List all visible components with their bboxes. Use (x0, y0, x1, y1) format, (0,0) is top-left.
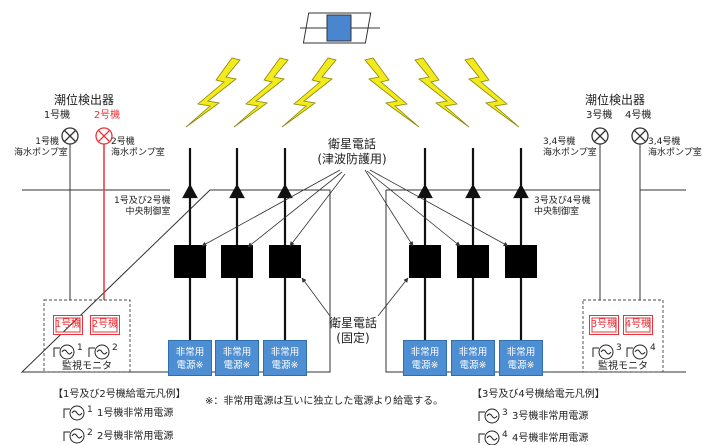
unit1-label: 1号機 (43, 110, 71, 121)
satellite-phone-tsunami-label: 衛星電話 (津波防護用) (317, 137, 387, 166)
legend-item-1-text: 1号機非常用電源 (97, 408, 174, 419)
legend-item-4-text: 4号機非常用電源 (512, 433, 589, 444)
sensor-x-icon (631, 127, 649, 145)
legend-item-2-num: 2 (87, 428, 93, 438)
lightning-bolts (185, 57, 520, 128)
lightning-bolt-icon (464, 57, 520, 128)
monitor-label-right: 監視モニタ (598, 361, 648, 372)
control-room-right: 3号及び4号機 中央制御室 (534, 196, 591, 217)
satellite-phone-right-2 (457, 245, 489, 278)
unit34-pump-room-b: 3,4号機 海水ポンプ室 (648, 137, 702, 158)
tide-detector-label-right: 潮位検出器 (584, 93, 646, 107)
unit2-label: 2号機 (93, 110, 121, 121)
monitor-box-unit1: 1号機 (53, 315, 83, 335)
sensor-x-icon (61, 127, 79, 145)
monitor-box-unit4: 4号機 (623, 315, 653, 335)
monitor-box-unit2: 2号機 (90, 315, 120, 335)
emergency-power-box: 非常用 電源※ (403, 340, 447, 376)
antenna-group-left (182, 148, 293, 340)
sensor-x-icon (95, 127, 113, 145)
footnote: ※：非常用電源は互いに独立した電源より給電する。 (205, 396, 444, 407)
lightning-bolt-icon (185, 57, 241, 128)
monitor-box-unit3: 3号機 (589, 315, 619, 335)
ac-source-icons (53, 344, 648, 360)
tide-detector-label-left: 潮位検出器 (53, 93, 115, 107)
pointer-arrows-fixed (301, 277, 409, 317)
ac-source-num-2: 2 (112, 343, 118, 353)
left-building-outline (20, 189, 331, 373)
monitor-enclosure-right (582, 299, 664, 373)
monitor-label-left: 監視モニタ (62, 361, 112, 372)
legend-left-title: 【1号及び2号機給電元凡例】 (53, 389, 186, 400)
emergency-power-box: 非常用 電源※ (263, 340, 307, 376)
control-room-left: 1号及び2号機 中央制御室 (114, 196, 171, 217)
legend-item-4-num: 4 (502, 430, 508, 440)
legend-item-3-num: 3 (502, 408, 508, 418)
tide-detector-icons (61, 127, 649, 145)
emergency-power-box: 非常用 電源※ (168, 340, 212, 376)
sensor-x-icon (591, 127, 609, 145)
emergency-power-box: 非常用 電源※ (215, 340, 259, 376)
satellite-phone-right-3 (505, 245, 537, 278)
emergency-power-box: 非常用 電源※ (499, 340, 543, 376)
legend-right-title: 【3号及び4号機給電元凡例】 (472, 389, 605, 400)
ac-source-num-4: 4 (650, 343, 656, 353)
lightning-bolt-icon (364, 57, 420, 128)
monitor-enclosure-left (43, 299, 131, 373)
satellite-icon (300, 12, 380, 44)
ac-source-num-1: 1 (77, 343, 83, 353)
satellite-phone-right-1 (409, 245, 441, 278)
tide-detector-wiring (69, 144, 641, 300)
satellite-phone-left-3 (269, 245, 301, 278)
legend-item-2-text: 2号機非常用電源 (97, 431, 174, 442)
ac-source-num-3: 3 (616, 343, 622, 353)
unit4-label: 4号機 (625, 110, 652, 121)
satellite-phone-units (174, 245, 537, 278)
unit34-pump-room-a: 3,4号機 海水ポンプ室 (543, 137, 597, 158)
unit2-pump-room: 2号機 海水ポンプ室 (111, 137, 165, 158)
unit1-pump-room: 1号機 海水ポンプ室 (14, 137, 68, 158)
pointer-arrows-tsunami (201, 169, 509, 248)
unit3-label: 3号機 (586, 110, 613, 121)
satellite-phone-left-1 (174, 245, 206, 278)
legend-item-1-num: 1 (87, 405, 93, 415)
antenna-group-right (417, 148, 529, 340)
emergency-power-box: 非常用 電源※ (451, 340, 495, 376)
satellite-phone-fixed-label: 衛星電話 (固定) (328, 316, 378, 345)
lightning-bolt-icon (281, 57, 337, 128)
lightning-bolt-icon (233, 57, 289, 128)
legend-ac-icons (63, 405, 500, 445)
diagram-canvas (20, 12, 686, 445)
lightning-bolt-icon (414, 57, 470, 128)
satellite-phone-left-2 (221, 245, 253, 278)
legend-item-3-text: 3号機非常用電源 (512, 411, 589, 422)
